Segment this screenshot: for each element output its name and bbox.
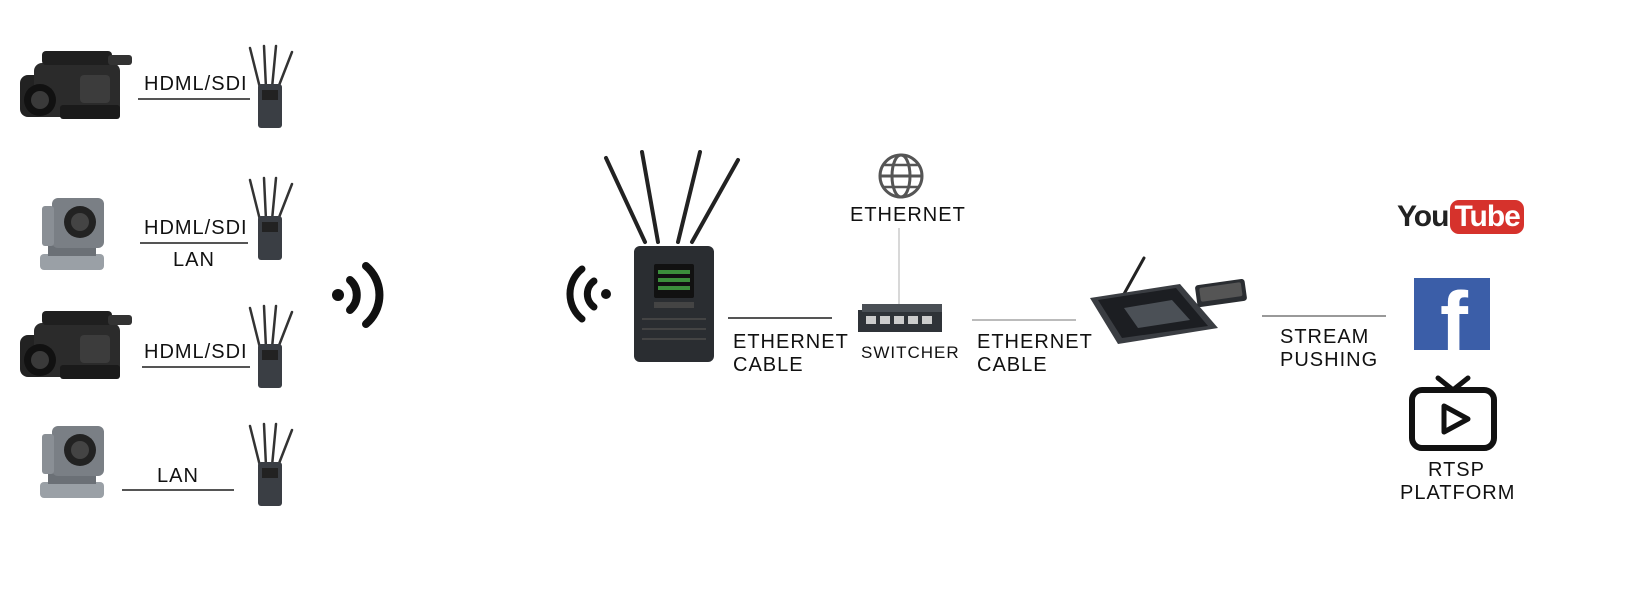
cable-label: HDML/SDI xyxy=(144,73,248,95)
ptz-camera-icon xyxy=(40,198,104,270)
camcorder-icon xyxy=(20,311,132,379)
facebook-f: f xyxy=(1440,278,1468,350)
transmitter-icon xyxy=(248,44,294,130)
cable-label: LAN xyxy=(157,465,199,487)
uplink-line xyxy=(898,228,900,304)
globe-icon xyxy=(878,153,924,199)
cable-line xyxy=(122,489,234,491)
transmitter-icon xyxy=(248,422,294,508)
receiver-icon xyxy=(604,150,740,362)
stream-label-line1: STREAM xyxy=(1280,326,1370,348)
ethernet-cable-label-line2: CABLE xyxy=(977,354,1048,376)
transmitter-icon xyxy=(248,304,294,390)
cable-line xyxy=(138,98,250,100)
ethernet-cable-line xyxy=(728,317,832,319)
youtube-logo-tube: Tube xyxy=(1450,200,1524,234)
cable-label: HDML/SDI xyxy=(144,341,248,363)
stream-label-line2: PUSHING xyxy=(1280,349,1379,371)
camcorder-icon xyxy=(20,51,132,119)
rtsp-label-line1: RTSP xyxy=(1428,459,1485,481)
cable-line xyxy=(142,366,250,368)
ethernet-cable-label-line1: ETHERNET xyxy=(733,331,849,353)
ptz-camera-icon xyxy=(40,426,104,498)
switcher-label: SWITCHER xyxy=(861,343,960,362)
facebook-logo: f xyxy=(1414,278,1490,350)
wireless-signal-icon xyxy=(332,262,384,328)
tv-icon xyxy=(1409,375,1497,451)
ethernet-cable-line xyxy=(972,319,1076,321)
ethernet-cable-label-line2: CABLE xyxy=(733,354,804,376)
cable-label: HDML/SDI xyxy=(144,217,248,239)
streaming-console-icon xyxy=(1090,256,1247,344)
wireless-signal-icon xyxy=(566,265,611,323)
ethernet-cable-label-line1: ETHERNET xyxy=(977,331,1093,353)
switcher-icon xyxy=(858,304,942,332)
ethernet-label: ETHERNET xyxy=(850,204,966,226)
cable-line xyxy=(140,242,248,244)
rtsp-label-line2: PLATFORM xyxy=(1400,482,1516,504)
cable-sub-label: LAN xyxy=(173,249,215,271)
youtube-logo: You Tube xyxy=(1397,196,1524,238)
transmitter-icon xyxy=(248,176,294,262)
youtube-logo-you: You xyxy=(1397,200,1449,233)
stream-line xyxy=(1262,315,1386,317)
